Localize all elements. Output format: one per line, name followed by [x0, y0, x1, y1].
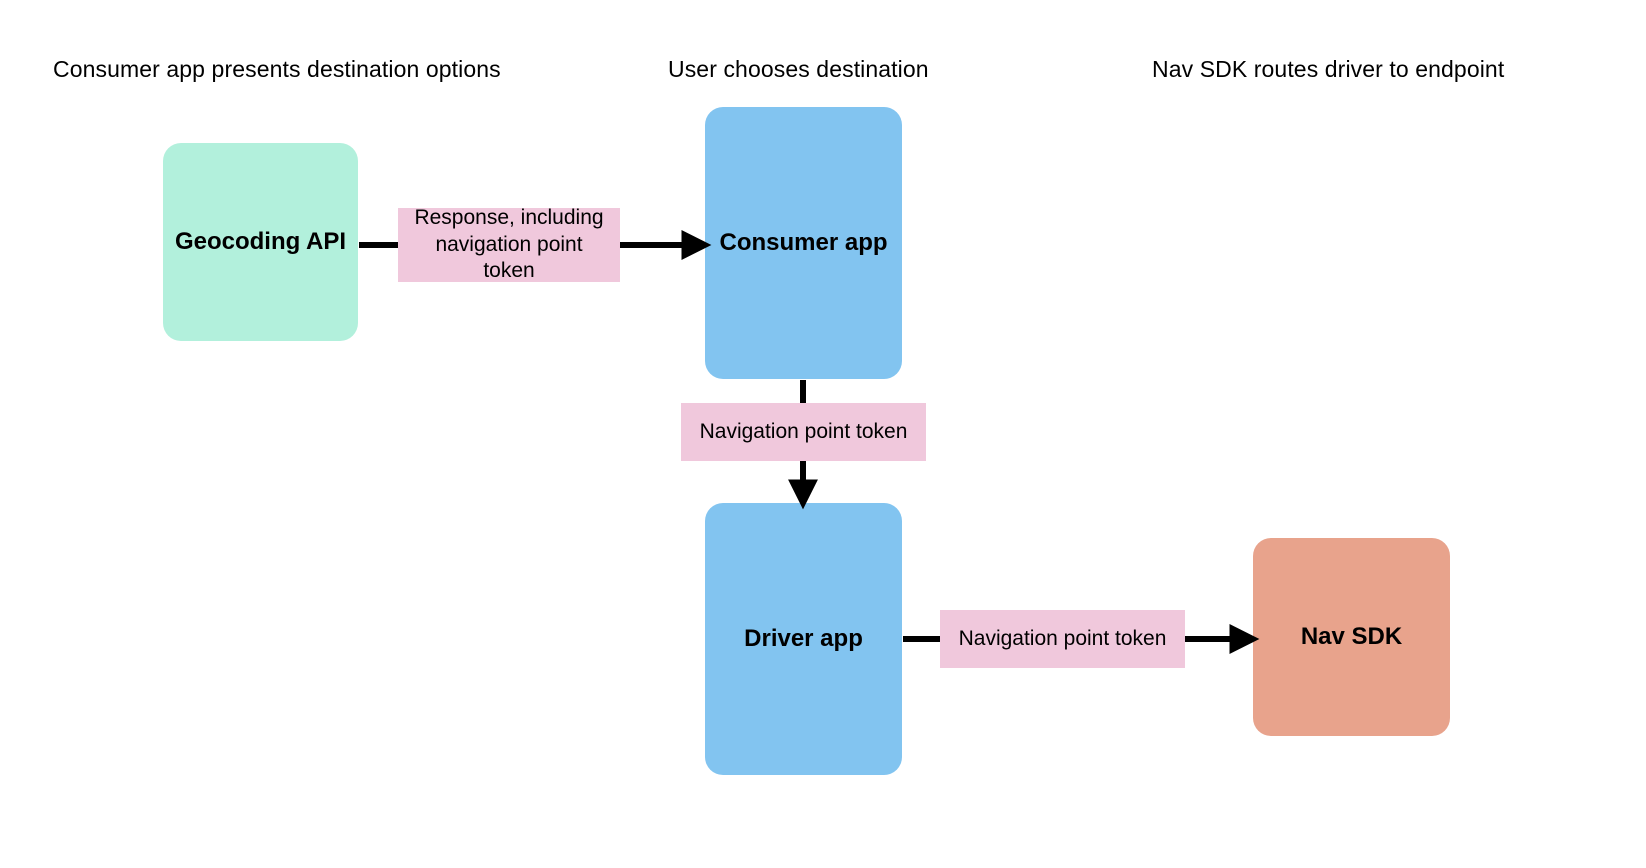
node-geocoding-api[interactable]: Geocoding API [163, 143, 358, 341]
node-driver-app[interactable]: Driver app [705, 503, 902, 775]
column-heading-consumer-app-presents-destination-options: Consumer app presents destination option… [53, 56, 501, 82]
node-consumer-app-label: Consumer app [719, 229, 888, 256]
node-nav-sdk[interactable]: Nav SDK [1253, 538, 1450, 736]
edge-label-navigation-point-token-driver-to-navsdk: Navigation point token [940, 610, 1185, 668]
column-heading-user-chooses-destination: User chooses destination [668, 56, 929, 82]
edge-label-navigation-point-token-consumer-to-driver: Navigation point token [681, 403, 926, 461]
edge-label-response-including-navigation-point-token: Response, including navigation point tok… [398, 206, 620, 282]
node-consumer-app[interactable]: Consumer app [705, 107, 902, 379]
node-driver-app-label: Driver app [744, 625, 863, 652]
node-nav-sdk-label: Nav SDK [1300, 623, 1403, 650]
column-heading-nav-sdk-routes-driver-to-endpoint: Nav SDK routes driver to endpoint [1152, 56, 1505, 82]
node-geocoding-api-label: Geocoding API [174, 228, 347, 255]
